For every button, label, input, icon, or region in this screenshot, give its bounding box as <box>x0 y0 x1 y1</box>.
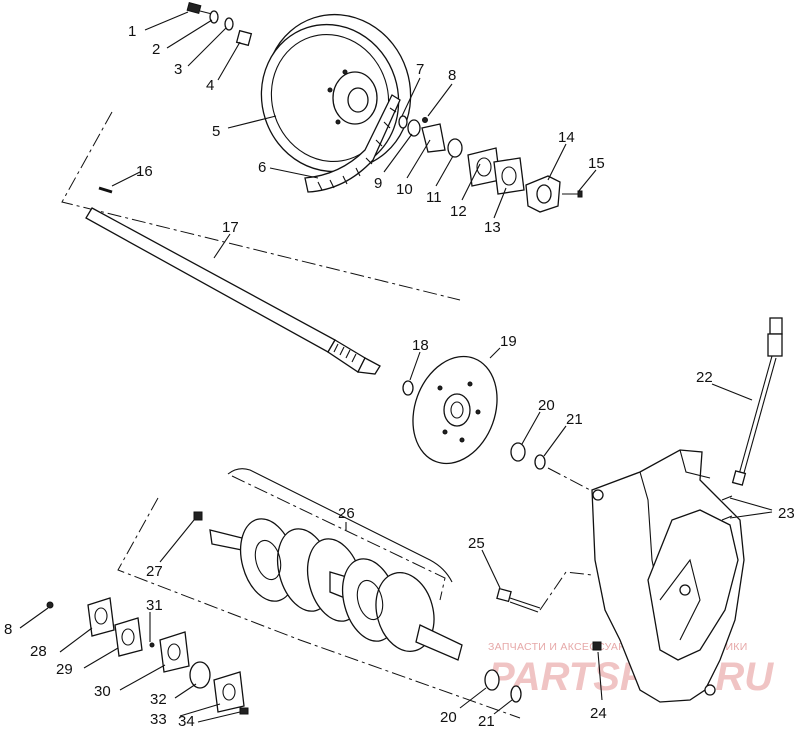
callout-8: 8 <box>448 67 456 84</box>
callout-2: 2 <box>152 41 160 58</box>
oring-21-lower <box>510 685 522 703</box>
callout-20: 20 <box>538 397 555 414</box>
leader-lines <box>19 11 773 723</box>
driveshaft <box>85 186 381 375</box>
oring-21-upper <box>534 454 546 470</box>
callout-32: 32 <box>150 691 167 708</box>
callout-labels: 1 2 3 4 5 6 7 8 9 10 11 12 13 14 15 16 1… <box>4 23 795 730</box>
callout-28: 28 <box>30 643 47 660</box>
callout-4: 4 <box>206 77 214 94</box>
lower-bracket-guide <box>231 475 446 601</box>
callout-10: 10 <box>396 181 413 198</box>
callout-27: 27 <box>146 563 163 580</box>
chaincase-housing <box>591 449 745 703</box>
callout-9: 9 <box>374 175 382 192</box>
callout-21: 21 <box>566 411 583 428</box>
snap-ring-18 <box>402 380 414 396</box>
callout-21-lower: 21 <box>478 713 495 730</box>
callout-26: 26 <box>338 505 355 522</box>
callout-1: 1 <box>128 23 136 40</box>
driven-sheave <box>260 13 412 173</box>
brake-disc <box>412 355 498 465</box>
callout-30: 30 <box>94 683 111 700</box>
bearing-flange-set <box>46 597 249 715</box>
callout-15: 15 <box>588 155 605 172</box>
callout-23: 23 <box>778 505 795 522</box>
bolt-25 <box>496 587 541 613</box>
callout-13: 13 <box>484 219 501 236</box>
bracket-26 <box>227 468 453 583</box>
bolt-dash-guide <box>539 571 593 611</box>
callout-7: 7 <box>416 61 424 78</box>
callout-29: 29 <box>56 661 73 678</box>
bearing-20-lower <box>484 669 500 691</box>
bearing-flange-stack <box>398 115 583 213</box>
dipstick <box>731 317 783 486</box>
drive-shaft-sprockets <box>209 518 463 661</box>
drive-chain <box>304 94 401 193</box>
callout-8-lower: 8 <box>4 621 12 638</box>
housing-dash-guide <box>547 467 591 491</box>
screws-23 <box>721 495 733 521</box>
bolt-and-washers <box>186 1 253 47</box>
callout-5: 5 <box>212 123 220 140</box>
callout-25: 25 <box>468 535 485 552</box>
screw-27 <box>193 511 203 521</box>
callout-33: 33 <box>150 711 167 728</box>
callout-16: 16 <box>136 163 153 180</box>
callout-34: 34 <box>178 713 195 730</box>
lower-left-guide <box>117 497 521 719</box>
shaft-dash-guide <box>61 111 461 301</box>
callout-20-lower: 20 <box>440 709 457 726</box>
callout-24: 24 <box>590 705 607 722</box>
nut-24 <box>592 641 602 651</box>
callout-12: 12 <box>450 203 467 220</box>
callout-3: 3 <box>174 61 182 78</box>
callout-31: 31 <box>146 597 163 614</box>
bearing-20-upper <box>510 442 526 462</box>
callout-19: 19 <box>500 333 517 350</box>
callout-11: 11 <box>426 189 442 206</box>
callout-18: 18 <box>412 337 429 354</box>
callout-22: 22 <box>696 369 713 386</box>
callout-17: 17 <box>222 219 239 236</box>
callout-6: 6 <box>258 159 266 176</box>
callout-14: 14 <box>558 129 575 146</box>
